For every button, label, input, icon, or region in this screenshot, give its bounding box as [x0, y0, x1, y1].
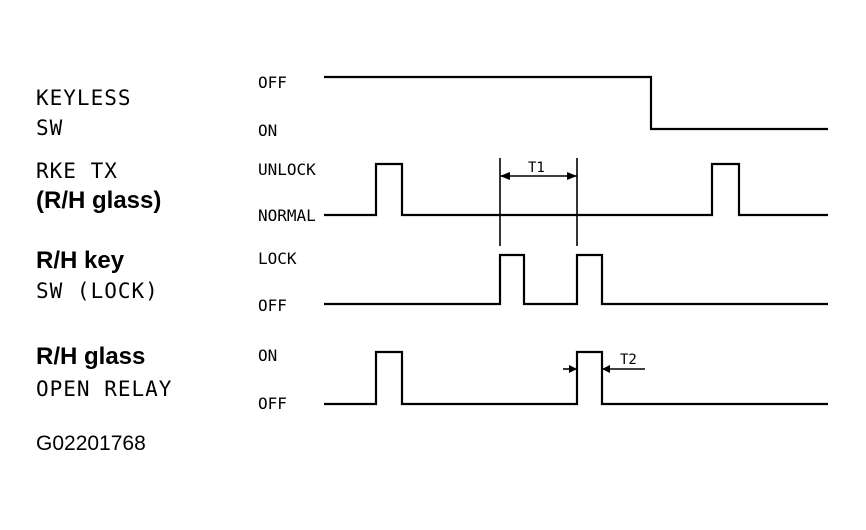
t1-label: T1	[528, 160, 545, 176]
signal-rh-glass-relay-name: R/H glass	[36, 343, 146, 370]
signal-keyless-sw-name-line2: SW	[36, 116, 64, 140]
rke-tx-low-state: NORMAL	[258, 206, 316, 225]
signal-rh-glass-relay-name-line2: OPEN RELAY	[36, 377, 173, 401]
signal-rh-key-sw-name: R/H key	[36, 247, 125, 274]
rh-glass-relay-low-state: OFF	[258, 394, 287, 413]
signal-rke-tx-name-line2: (R/H glass)	[36, 187, 162, 214]
rh-key-sw-high-state: LOCK	[258, 249, 297, 268]
rke-tx-high-state: UNLOCK	[258, 160, 316, 179]
t2-label: T2	[620, 352, 637, 368]
signal-rh-key-sw-name-line2: SW (LOCK)	[36, 279, 159, 303]
keyless-sw-low-state: ON	[258, 121, 278, 140]
t1-dimension: T1	[499, 158, 578, 246]
rh-glass-relay-high-state: ON	[258, 346, 278, 365]
signal-keyless-sw-name: KEYLESS	[36, 86, 132, 110]
t2-dimension: T2	[563, 352, 645, 373]
rh-key-sw-waveform	[324, 253, 828, 306]
keyless-sw-high-state: OFF	[258, 73, 287, 92]
keyless-sw-waveform	[324, 75, 828, 131]
figure-code: G02201768	[36, 432, 146, 455]
rke-tx-waveform	[324, 162, 828, 217]
rh-key-sw-low-state: OFF	[258, 296, 287, 315]
signal-rke-tx-name: RKE TX	[36, 159, 118, 183]
rh-glass-relay-waveform	[324, 350, 828, 406]
